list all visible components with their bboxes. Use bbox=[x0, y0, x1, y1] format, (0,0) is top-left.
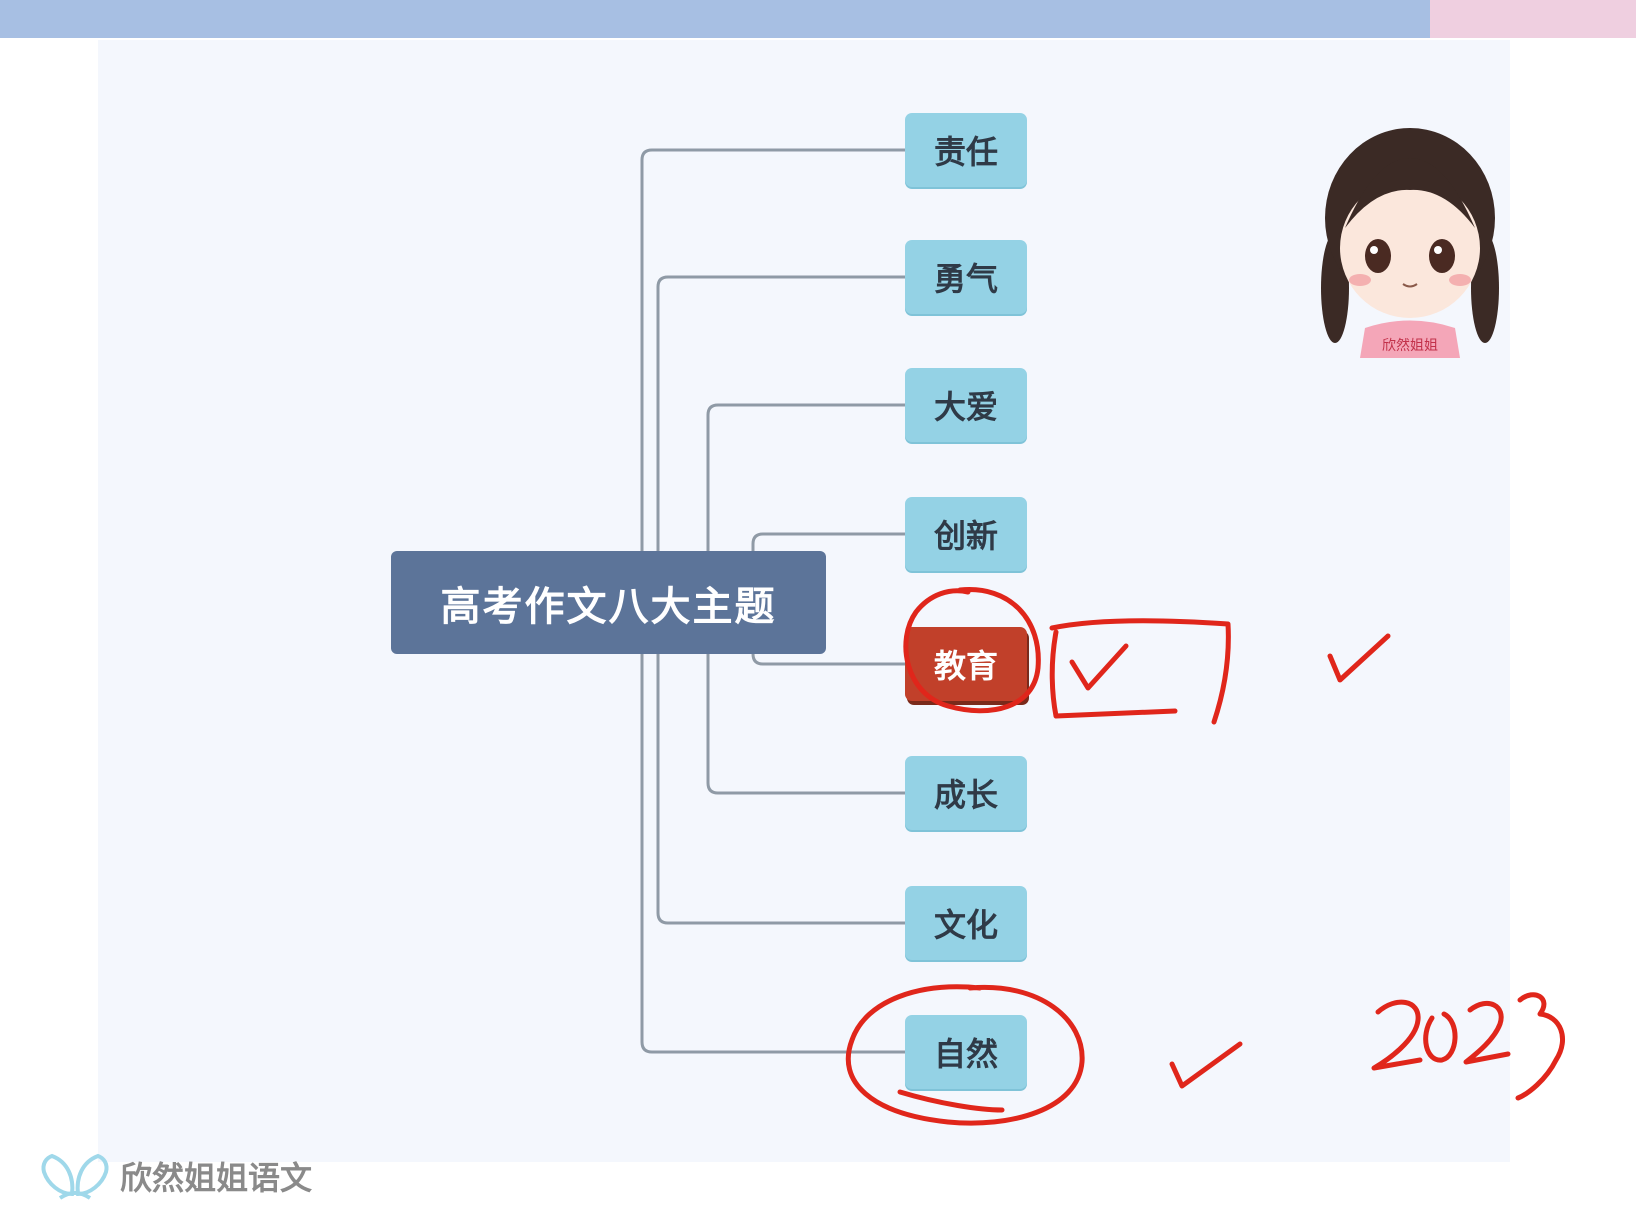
mindmap-root[interactable]: 高考作文八大主题 bbox=[391, 551, 826, 654]
circle-education bbox=[903, 587, 1041, 714]
circle-nature bbox=[845, 984, 1085, 1126]
year-2023-ink bbox=[1371, 992, 1566, 1101]
girl-avatar-icon: 欣然姐姐 bbox=[1321, 128, 1499, 358]
top-bar-accent bbox=[1430, 0, 1636, 38]
brand-name: 欣然姐姐语文 bbox=[120, 1159, 313, 1197]
footer-brand: 欣然姐姐语文 bbox=[40, 1148, 312, 1204]
mindmap-node-innovation[interactable]: 创新 bbox=[905, 497, 1027, 571]
mindmap-node-love[interactable]: 大爱 bbox=[905, 368, 1027, 442]
mindmap-node-courage[interactable]: 勇气 bbox=[905, 240, 1027, 314]
underline-nature bbox=[897, 1089, 1005, 1113]
mindmap-node-culture[interactable]: 文化 bbox=[905, 886, 1027, 960]
mindmap-node-education[interactable]: 教育 bbox=[905, 627, 1027, 701]
check-box bbox=[1069, 643, 1129, 691]
avatar-shirt-text: 欣然姐姐 bbox=[1382, 337, 1438, 354]
box-mark bbox=[1049, 618, 1231, 725]
brand-logo-icon bbox=[41, 1153, 109, 1200]
check-1 bbox=[1327, 633, 1391, 683]
mindmap-node-responsibility[interactable]: 责任 bbox=[905, 113, 1027, 187]
top-bar bbox=[0, 0, 1430, 38]
mindmap-node-growth[interactable]: 成长 bbox=[905, 756, 1027, 830]
mindmap-node-nature[interactable]: 自然 bbox=[905, 1015, 1027, 1089]
check-2 bbox=[1169, 1041, 1243, 1089]
